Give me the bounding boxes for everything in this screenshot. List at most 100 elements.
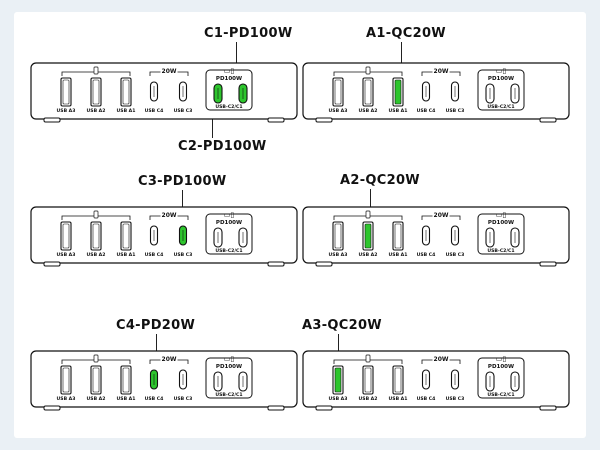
- port-label-a1: USB A1: [116, 253, 136, 258]
- charger-foot: [43, 405, 61, 411]
- phone-icon: [365, 210, 371, 219]
- port-label-c4: USB C4: [144, 397, 164, 402]
- usb-a-tongue-a3: [334, 79, 342, 105]
- callout-c1: C1-PD100W: [204, 26, 293, 41]
- charger-foot: [539, 117, 557, 123]
- port-label-a3: USB A3: [56, 253, 76, 258]
- port-label-a2: USB A2: [86, 109, 106, 114]
- usb-a-tongue-a3: [62, 223, 70, 249]
- usb-a-tongue-a1: [122, 79, 130, 105]
- port-label-c4: USB C4: [416, 253, 436, 258]
- charger-5: USB A3 USB A2 USB A1 USB C4 USB C3 USB-C2/C1 2…: [30, 350, 298, 412]
- port-label-a2: USB A2: [86, 397, 106, 402]
- group-label-pd100w: PD100W: [487, 364, 515, 370]
- group-label-20w: 20W: [160, 356, 178, 363]
- port-label-c21: USB-C2/C1: [487, 249, 515, 254]
- laptop-phone-icon: ▭▯: [223, 355, 235, 363]
- port-label-a1: USB A1: [388, 397, 408, 402]
- charger-foot: [267, 117, 285, 123]
- laptop-phone-icon: ▭▯: [495, 211, 507, 219]
- group-label-pd100w: PD100W: [215, 364, 243, 370]
- laptop-phone-icon: ▭▯: [223, 67, 235, 75]
- usb-a-tongue-a3: [334, 367, 342, 393]
- charger-4: USB A3 USB A2 USB A1 USB C4 USB C3 USB-C2/C1 2…: [302, 206, 570, 268]
- port-label-a3: USB A3: [328, 253, 348, 258]
- usb-a-tongue-a2: [92, 367, 100, 393]
- port-label-c3: USB C3: [173, 253, 193, 258]
- phone-icon: [93, 210, 99, 219]
- port-label-c4: USB C4: [416, 109, 436, 114]
- group-label-pd100w: PD100W: [487, 76, 515, 82]
- phone-icon: [93, 66, 99, 75]
- usb-a-tongue-a3: [334, 223, 342, 249]
- callout-c4: C4-PD20W: [116, 318, 196, 333]
- port-label-c3: USB C3: [445, 253, 465, 258]
- port-label-a1: USB A1: [116, 397, 136, 402]
- group-label-20w: 20W: [432, 356, 450, 363]
- port-label-c21: USB-C2/C1: [215, 105, 243, 110]
- port-label-c4: USB C4: [144, 253, 164, 258]
- callout-a2: A2-QC20W: [340, 173, 420, 188]
- callout-c2: C2-PD100W: [178, 139, 267, 154]
- group-label-20w: 20W: [160, 68, 178, 75]
- port-label-a3: USB A3: [56, 397, 76, 402]
- port-label-c3: USB C3: [173, 397, 193, 402]
- charger-foot: [539, 261, 557, 267]
- charger-foot: [315, 261, 333, 267]
- charger-body: [30, 206, 298, 267]
- port-label-a3: USB A3: [56, 109, 76, 114]
- laptop-phone-icon: ▭▯: [223, 211, 235, 219]
- laptop-phone-icon: ▭▯: [495, 355, 507, 363]
- usb-a-tongue-a2: [92, 79, 100, 105]
- phone-icon: [365, 66, 371, 75]
- leader-line-c1: [236, 42, 237, 80]
- charger-foot: [315, 405, 333, 411]
- charger-body: [302, 206, 570, 267]
- usb-a-tongue-a1: [394, 223, 402, 249]
- group-label-20w: 20W: [432, 212, 450, 219]
- group-label-pd100w: PD100W: [215, 76, 243, 82]
- charger-body: [302, 350, 570, 411]
- charger-foot: [43, 261, 61, 267]
- usb-a-tongue-a1: [394, 79, 402, 105]
- usb-a-tongue-a3: [62, 79, 70, 105]
- port-label-c21: USB-C2/C1: [215, 249, 243, 254]
- charger-foot: [267, 261, 285, 267]
- port-label-a1: USB A1: [388, 109, 408, 114]
- charger-3: USB A3 USB A2 USB A1 USB C4 USB C3 USB-C2/C1 2…: [30, 206, 298, 268]
- port-label-a2: USB A2: [86, 253, 106, 258]
- port-label-c4: USB C4: [416, 397, 436, 402]
- phone-icon: [93, 354, 99, 363]
- phone-icon: [365, 354, 371, 363]
- laptop-phone-icon: ▭▯: [495, 67, 507, 75]
- usb-a-tongue-a3: [62, 367, 70, 393]
- port-label-a2: USB A2: [358, 397, 378, 402]
- charger-body: [30, 350, 298, 411]
- port-label-c21: USB-C2/C1: [215, 393, 243, 398]
- charger-body: [30, 62, 298, 123]
- usb-a-tongue-a1: [122, 223, 130, 249]
- port-label-a1: USB A1: [388, 253, 408, 258]
- charger-foot: [43, 117, 61, 123]
- group-label-20w: 20W: [160, 212, 178, 219]
- charger-body: [302, 62, 570, 123]
- group-label-pd100w: PD100W: [487, 220, 515, 226]
- leader-line-a1: [401, 42, 402, 80]
- callout-a1: A1-QC20W: [366, 26, 446, 41]
- usb-a-tongue-a2: [364, 367, 372, 393]
- usb-a-tongue-a2: [364, 223, 372, 249]
- group-label-pd100w: PD100W: [215, 220, 243, 226]
- port-label-a3: USB A3: [328, 109, 348, 114]
- port-label-a2: USB A2: [358, 253, 378, 258]
- port-label-a1: USB A1: [116, 109, 136, 114]
- charger-foot: [267, 405, 285, 411]
- port-label-c3: USB C3: [445, 397, 465, 402]
- callout-c3: C3-PD100W: [138, 174, 227, 189]
- port-label-a2: USB A2: [358, 109, 378, 114]
- port-label-c3: USB C3: [445, 109, 465, 114]
- charger-foot: [539, 405, 557, 411]
- charger-foot: [315, 117, 333, 123]
